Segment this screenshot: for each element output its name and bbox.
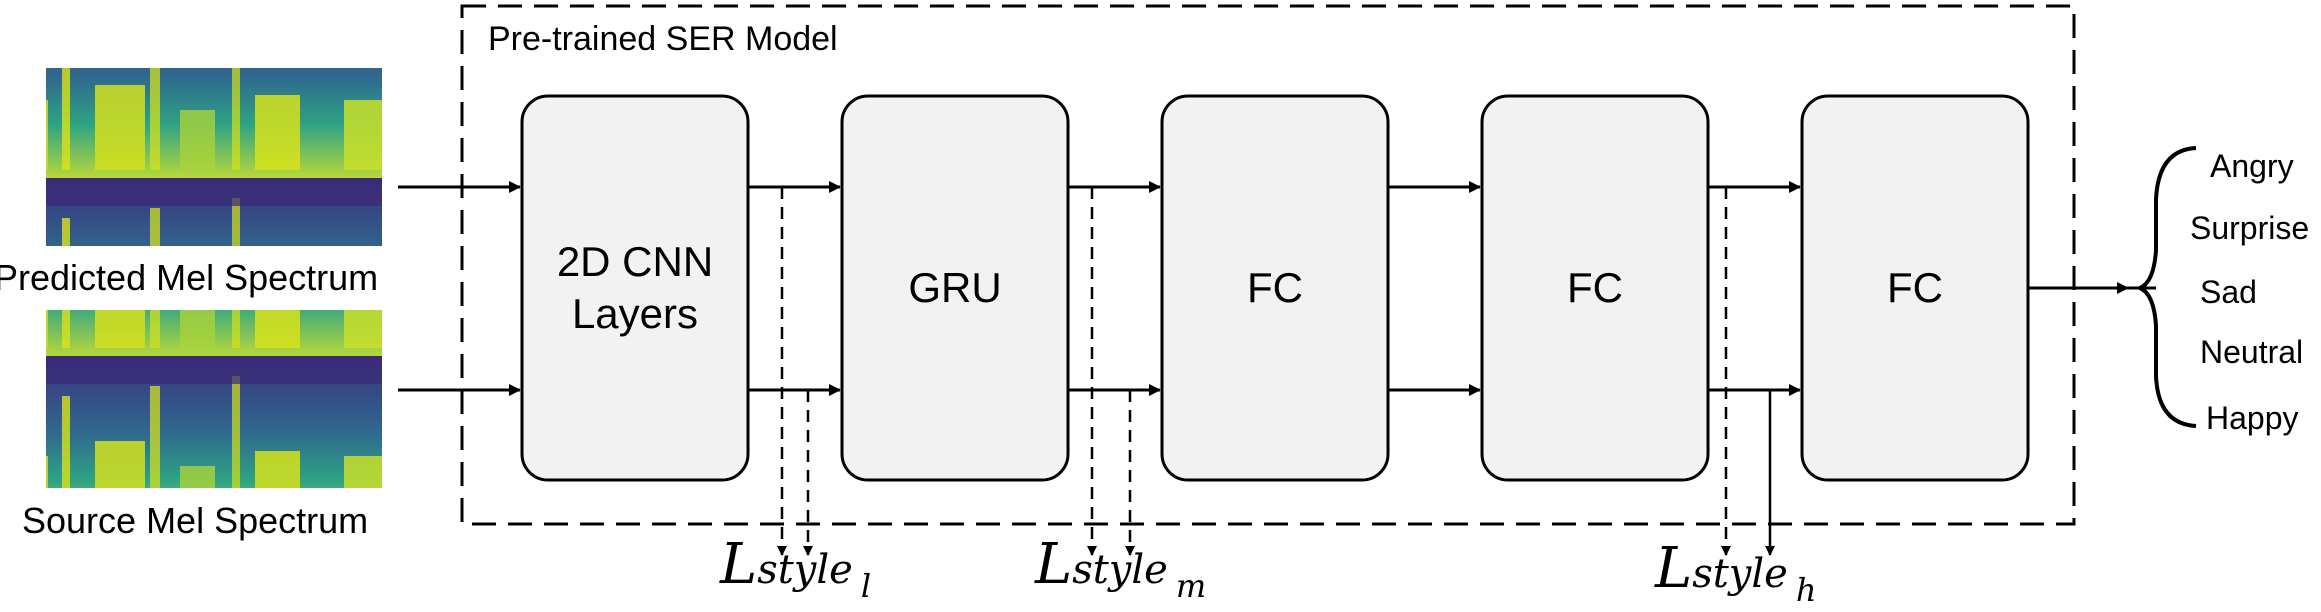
block-shapes: [520, 94, 2030, 482]
predicted-mel-label: Predicted Mel Spectrum: [0, 257, 379, 298]
flow-arrows: [398, 181, 2156, 396]
gru-block-label: GRU: [908, 263, 1002, 311]
loss-high-L: L: [1655, 536, 1693, 601]
model-boundary: [460, 4, 2076, 526]
loss-high-sub: style: [1692, 551, 1788, 597]
fc1-block-label: FC: [1247, 263, 1303, 311]
output-angry: Angry: [2210, 148, 2294, 184]
source-spectrogram-image: [46, 310, 382, 488]
output-sad: Sad: [2200, 274, 2257, 310]
loss-mid-sub: style: [1072, 547, 1168, 593]
output-neutral: Neutral: [2200, 334, 2304, 370]
source-mel-label: Source Mel Spectrum: [22, 500, 369, 541]
cnn-line1: 2D CNN: [556, 237, 714, 285]
cnn-block-label: 2D CNN Layers: [522, 96, 748, 480]
loss-low-level: l: [860, 567, 872, 605]
model-title: Pre-trained SER Model: [488, 20, 838, 58]
output-surprise: Surprise: [2190, 210, 2310, 246]
loss-mid-L: L: [1035, 532, 1073, 597]
fc2-block-label: FC: [1567, 263, 1623, 311]
fc-block-2: [1480, 94, 1710, 482]
fc3-block-label: FC: [1887, 263, 1943, 311]
cnn-line2: Layers: [571, 290, 699, 337]
gru-block: [840, 94, 1070, 482]
loss-high-level: h: [1795, 571, 1817, 609]
output-happy: Happy: [2206, 400, 2299, 436]
loss-low-sub: style: [757, 547, 853, 593]
loss-mid-level: m: [1175, 567, 1207, 605]
output-brace: [2134, 146, 2197, 428]
predicted-spectrogram-image: [46, 68, 382, 246]
cnn-block: [520, 94, 750, 482]
loss-low-L: L: [720, 532, 758, 597]
loss-taps: [777, 187, 1731, 556]
fc-block-1: [1160, 94, 1390, 482]
